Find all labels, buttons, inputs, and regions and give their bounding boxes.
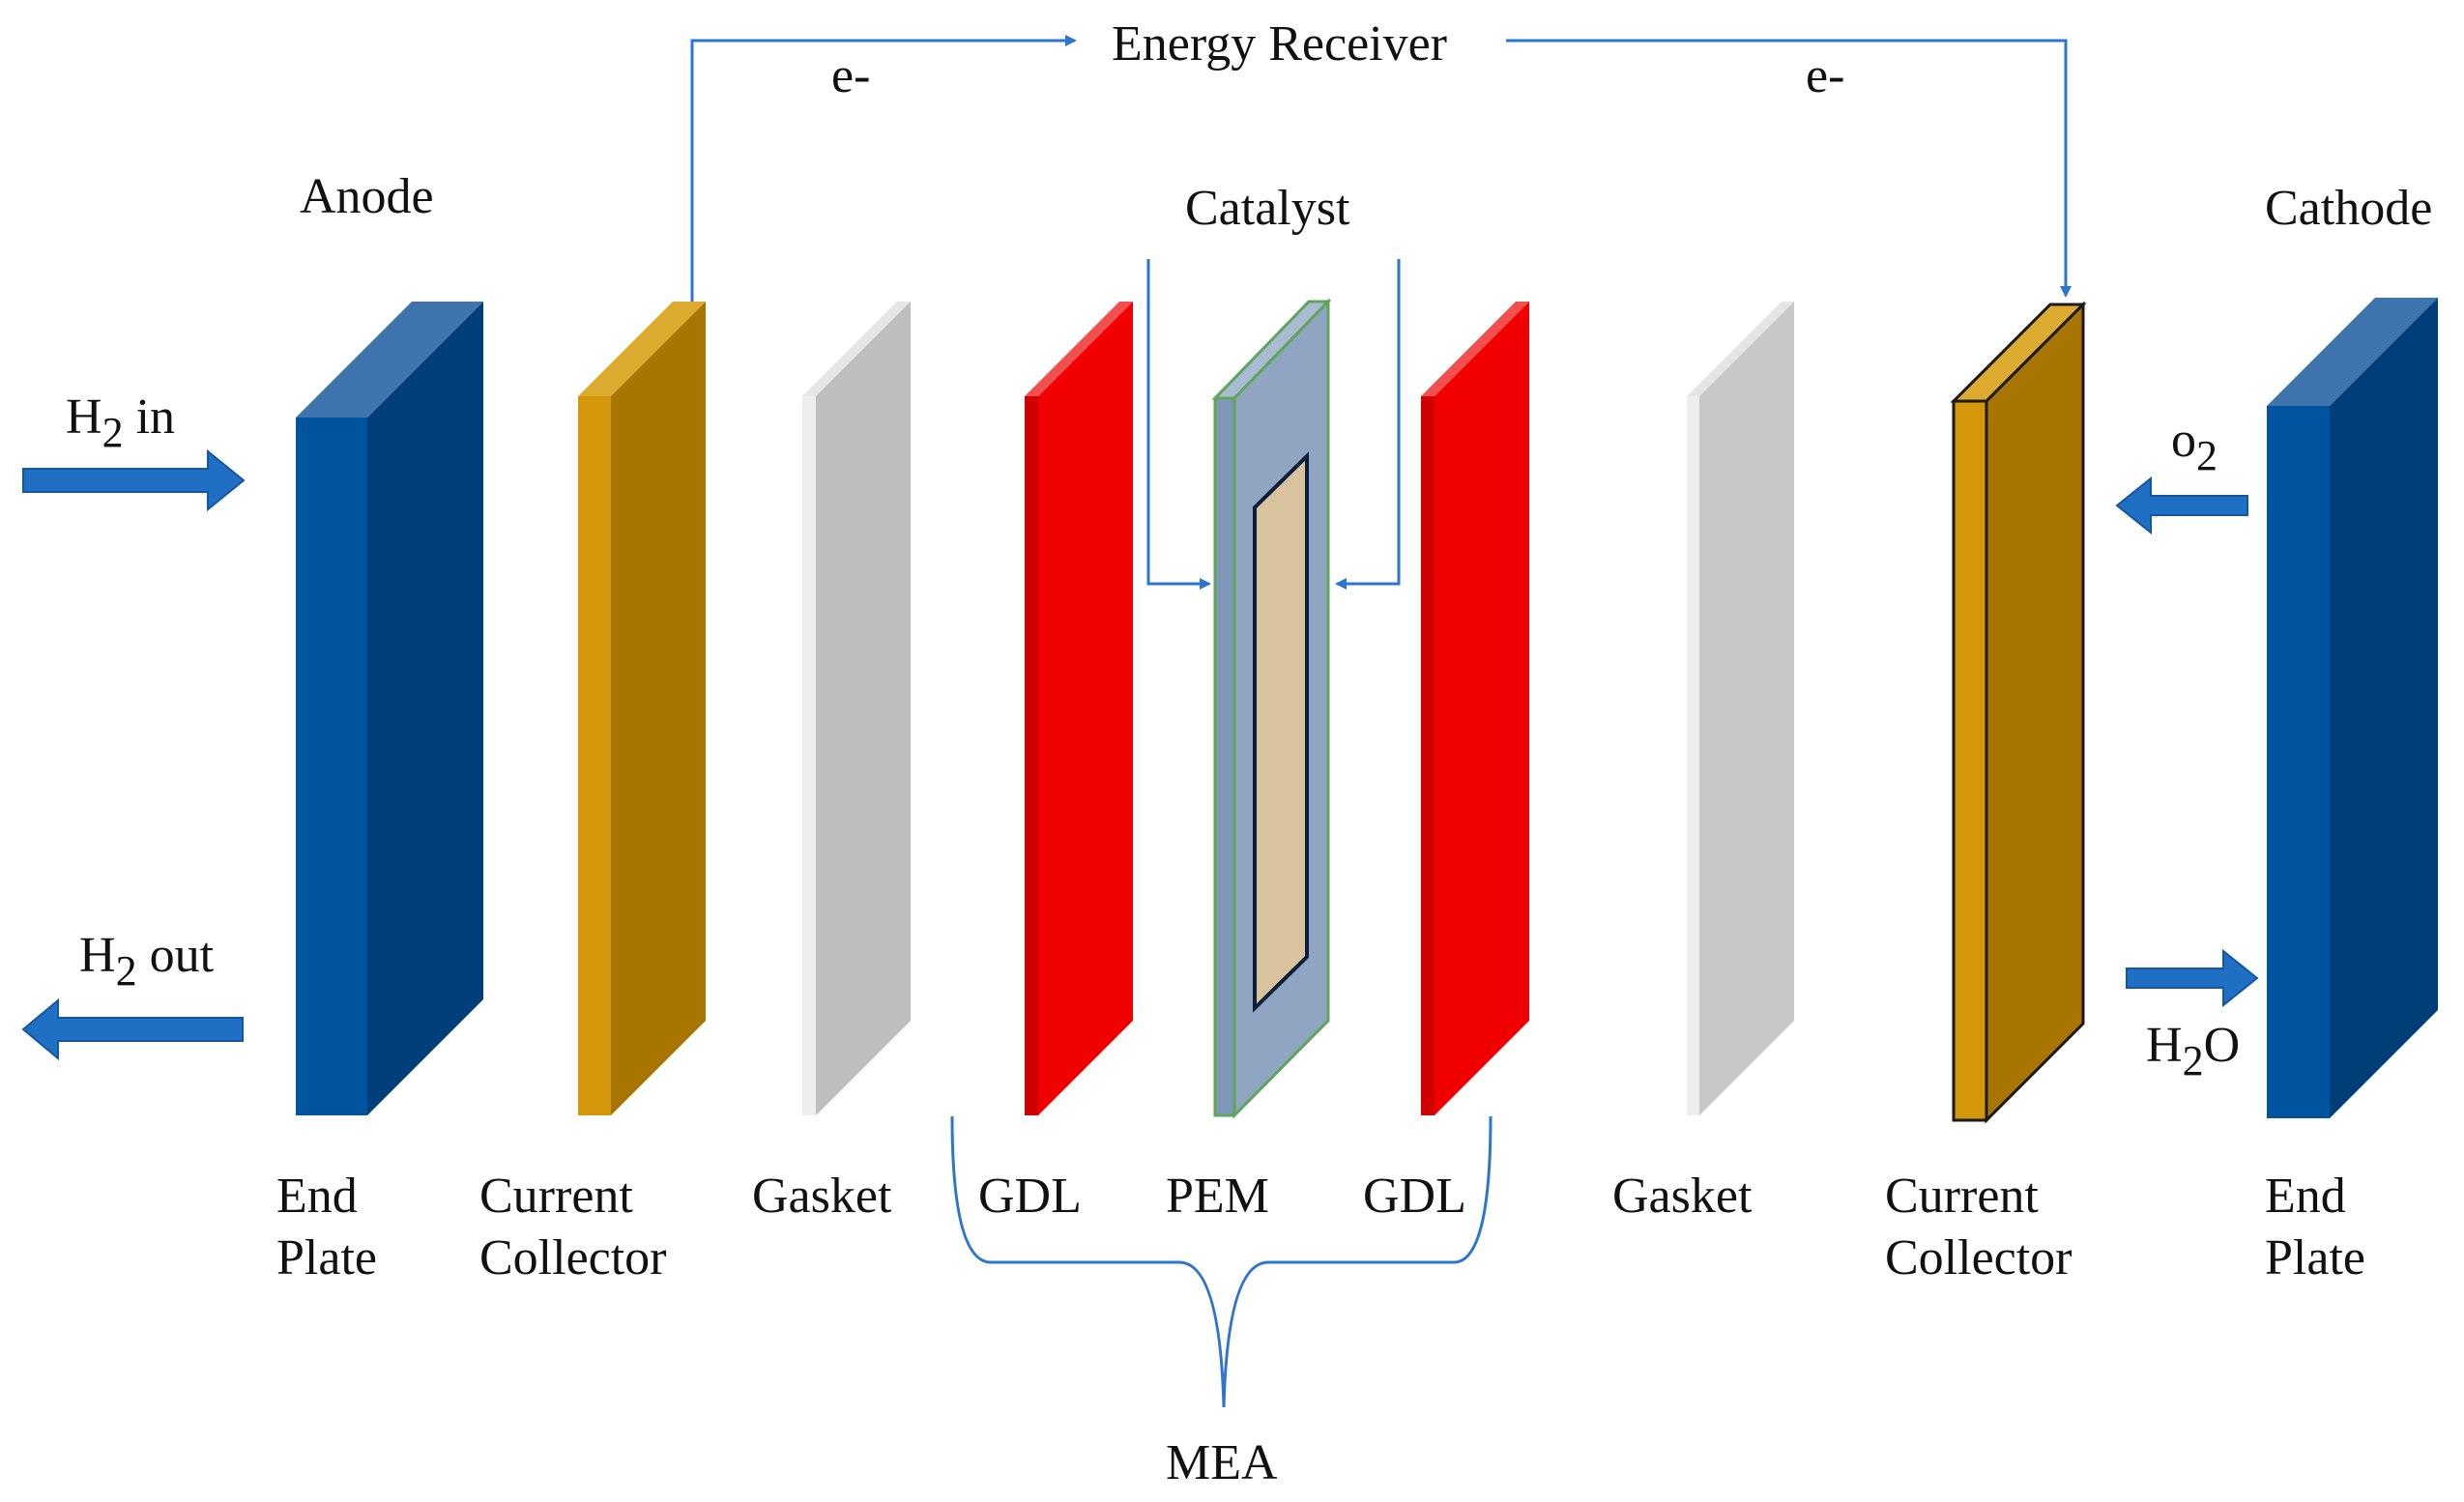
anode-label: Anode	[300, 169, 434, 224]
end-plate-right-label-1: End	[2265, 1169, 2346, 1224]
end-plate-right	[2267, 298, 2438, 1118]
current-collector-right-label-1: Current	[1885, 1169, 2039, 1224]
end-plate-left-label-1: End	[276, 1169, 358, 1224]
catalyst-label: Catalyst	[1185, 181, 1350, 236]
end-plate-left-label-2: Plate	[276, 1230, 377, 1285]
o2-arrow	[2115, 476, 2248, 535]
end-plate-left	[296, 302, 483, 1115]
gasket-right-label: Gasket	[1612, 1169, 1753, 1224]
catalyst-pointers	[1146, 259, 1401, 590]
gdl-left-label: GDL	[978, 1169, 1082, 1224]
electron-label-right: e-	[1806, 48, 1844, 103]
gdl-right-label: GDL	[1363, 1169, 1466, 1224]
electron-label-left: e-	[831, 48, 870, 103]
gdl-left	[1025, 302, 1133, 1115]
current-collector-left	[578, 302, 706, 1115]
current-collector-right-label-2: Collector	[1885, 1230, 2073, 1285]
external-circuit	[690, 35, 2072, 302]
h2-in-arrow	[22, 448, 246, 512]
catalyst-layer	[1253, 451, 1309, 1013]
mea-brace	[950, 1115, 1493, 1408]
h2o-arrow	[2126, 948, 2259, 1008]
current-collector-right	[1950, 301, 2087, 1124]
energy-receiver-label: Energy Receiver	[1112, 16, 1447, 72]
h2o-label: H2O	[2146, 1018, 2240, 1084]
end-plate-right-label-2: Plate	[2265, 1230, 2365, 1285]
cathode-label: Cathode	[2265, 181, 2432, 236]
h2-in-label: H2 in	[66, 390, 175, 456]
h2-out-arrow	[21, 997, 244, 1061]
mea-label: MEA	[1166, 1435, 1278, 1490]
o2-label: o2	[2171, 413, 2218, 479]
pem-label: PEM	[1166, 1169, 1269, 1224]
gdl-right	[1421, 302, 1529, 1115]
h2-out-label: H2 out	[79, 928, 215, 995]
gasket-right	[1687, 302, 1794, 1115]
gasket-left	[802, 302, 911, 1115]
current-collector-left-label-1: Current	[479, 1169, 633, 1224]
current-collector-left-label-2: Collector	[479, 1230, 667, 1285]
gasket-left-label: Gasket	[752, 1169, 892, 1224]
